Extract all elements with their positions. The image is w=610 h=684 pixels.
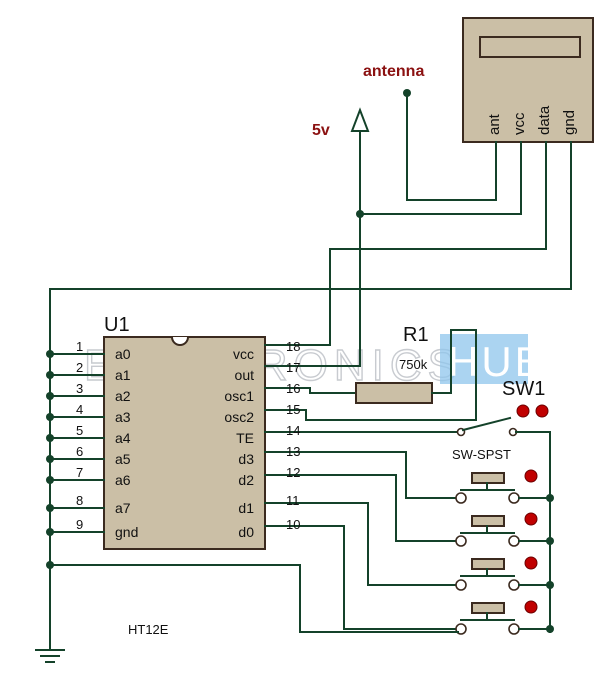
vcc-label: 5v bbox=[312, 122, 330, 139]
chip-ref-label: U1 bbox=[104, 314, 130, 336]
led-indicator bbox=[535, 404, 549, 418]
pin-name-d1: d1 bbox=[238, 500, 254, 516]
switch-ref-label: SW1 bbox=[502, 378, 545, 400]
rf-pin-ant: ant bbox=[486, 113, 503, 135]
pin-name-d2: d2 bbox=[238, 472, 254, 488]
pin-num-9: 9 bbox=[76, 517, 83, 532]
pin-name-a7: a7 bbox=[115, 500, 131, 516]
pin-name-a2: a2 bbox=[115, 388, 131, 404]
ground-bus bbox=[35, 564, 459, 663]
pin-name-a0: a0 bbox=[115, 346, 131, 362]
pin-name-out: out bbox=[235, 367, 255, 383]
pin-num-18: 18 bbox=[286, 339, 300, 354]
pin-name-gnd: gnd bbox=[115, 524, 138, 540]
resistor-r1: R1 750k bbox=[355, 324, 452, 404]
right-pins bbox=[264, 329, 477, 630]
chip-part-label: HT12E bbox=[128, 622, 169, 637]
pin-name-a4: a4 bbox=[115, 430, 131, 446]
pin-num-15: 15 bbox=[286, 402, 300, 417]
pin-name-d3: d3 bbox=[238, 451, 254, 467]
module-wires bbox=[49, 92, 572, 651]
push-button bbox=[455, 556, 551, 591]
pin-num-16: 16 bbox=[286, 381, 300, 396]
pin-name-a3: a3 bbox=[115, 409, 131, 425]
pin-num-4: 4 bbox=[76, 402, 83, 417]
switch-part-label: SW-SPST bbox=[452, 447, 511, 462]
pin-num-5: 5 bbox=[76, 423, 83, 438]
push-buttons bbox=[455, 469, 554, 635]
vcc-arrow-symbol bbox=[350, 107, 370, 132]
pin-num-11: 11 bbox=[286, 493, 300, 508]
pin-name-d0: d0 bbox=[238, 524, 254, 540]
led-indicator bbox=[516, 404, 530, 418]
switch-sw1: SW1 SW-SPST bbox=[452, 378, 551, 633]
pin-num-7: 7 bbox=[76, 465, 83, 480]
antenna-label: antenna bbox=[363, 63, 424, 80]
rf-transmitter-module: ant vcc data gnd bbox=[462, 17, 594, 143]
watermark-badge-text: HUB bbox=[448, 338, 546, 385]
pin-name-vcc: vcc bbox=[233, 346, 254, 362]
pin-name-osc2: osc2 bbox=[224, 409, 254, 425]
push-button bbox=[455, 512, 551, 547]
pin-num-17: 17 bbox=[286, 360, 300, 375]
pin-num-6: 6 bbox=[76, 444, 83, 459]
resistor-ref-label: R1 bbox=[403, 324, 429, 346]
rf-module-window bbox=[479, 36, 581, 58]
pin-num-8: 8 bbox=[76, 493, 83, 508]
rf-pin-gnd: gnd bbox=[561, 110, 578, 135]
ht12e-chip-body bbox=[103, 336, 266, 550]
pin-num-13: 13 bbox=[286, 444, 300, 459]
pin-num-12: 12 bbox=[286, 465, 300, 480]
pin-num-3: 3 bbox=[76, 381, 83, 396]
pin-num-1: 1 bbox=[76, 339, 83, 354]
left-pins bbox=[46, 350, 105, 569]
chip-notch bbox=[171, 336, 189, 346]
pin-name-osc1: osc1 bbox=[224, 388, 254, 404]
watermark-badge bbox=[440, 334, 528, 384]
pin-name-a5: a5 bbox=[115, 451, 131, 467]
pin-num-10: 10 bbox=[286, 517, 300, 532]
rf-pin-vcc: vcc bbox=[511, 112, 528, 135]
pin-name-a6: a6 bbox=[115, 472, 131, 488]
pin-num-14: 14 bbox=[286, 423, 300, 438]
resistor-value-label: 750k bbox=[399, 357, 428, 372]
resistor-body bbox=[355, 382, 433, 404]
push-button bbox=[455, 600, 551, 635]
pin-name-te: TE bbox=[236, 430, 254, 446]
pin-num-2: 2 bbox=[76, 360, 83, 375]
rf-pin-data: data bbox=[536, 105, 553, 135]
push-button bbox=[455, 469, 551, 504]
pin-name-a1: a1 bbox=[115, 367, 131, 383]
